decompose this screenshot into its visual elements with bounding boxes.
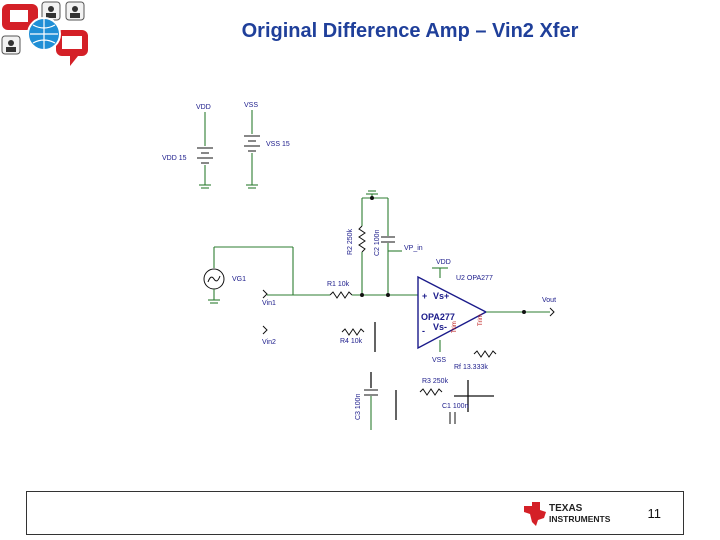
vdd-source: VDD VDD 15	[162, 104, 213, 189]
vs-minus-label: Vs-	[433, 322, 447, 332]
plus-sign: +	[422, 291, 427, 301]
vdd-top-label: VDD	[196, 104, 211, 111]
capacitor-c1: C1 100n	[442, 395, 494, 424]
opamp-name-label: OPA277	[421, 312, 455, 322]
r3-label: R3 250k	[422, 378, 449, 385]
vout-label: Vout	[542, 297, 556, 304]
rf-label: Rf 13.333k	[454, 364, 488, 371]
vin2-label: Vin2	[262, 339, 276, 346]
vss-u2-label: VSS	[432, 357, 446, 364]
difference-amp-schematic: VDD VDD 15 VSS VSS 15 R2 250k	[162, 102, 556, 430]
presentation-logo-icon	[1, 1, 88, 66]
r4-label: R4 10k	[340, 338, 363, 345]
c3-label: C3 100n	[355, 393, 362, 420]
page-number: 11	[647, 506, 662, 521]
vp-in-label: VP_in	[404, 245, 423, 252]
capacitor-c3: C3 100n	[355, 372, 378, 430]
signal-source-vg1: VG1	[203, 246, 294, 304]
texas-instruments-logo: TEXAS INSTRUMENTS	[524, 502, 611, 526]
vss-source-label: VSS 15	[266, 141, 290, 148]
r1-label: R1 10k	[327, 281, 350, 288]
ti-brand-line1: TEXAS	[549, 503, 583, 514]
u2-label: U2 OPA277	[456, 275, 493, 282]
resistor-r2: R2 250k	[347, 198, 366, 295]
trim-label: Trim	[478, 314, 484, 326]
vss-source: VSS VSS 15	[244, 102, 290, 189]
vdd-source-label: VDD 15	[162, 155, 187, 162]
vss-top-label: VSS	[244, 102, 258, 109]
ti-state-icon	[524, 502, 546, 526]
c2-label: C2 100n	[374, 229, 381, 256]
ti-brand-line2: INSTRUMENTS	[549, 514, 611, 524]
vg1-label: VG1	[232, 276, 246, 283]
opamp-u2: U2 OPA277 + Vs+ OPA277 - Vs- Trim Trim	[417, 275, 493, 350]
vs-plus-label: Vs+	[433, 291, 449, 301]
vdd-u2-label: VDD	[436, 259, 451, 266]
vin1-label: Vin1	[262, 300, 276, 307]
trim-label-2: Trim	[452, 321, 458, 333]
slide-footer: TEXAS INSTRUMENTS 11	[26, 491, 684, 535]
capacitor-c2: C2 100n	[374, 198, 395, 295]
slide-title: Original Difference Amp – Vin2 Xfer	[241, 20, 579, 42]
c1-label: C1 100n	[442, 403, 469, 410]
r2-label: R2 250k	[347, 228, 354, 255]
minus-sign: -	[422, 326, 425, 336]
